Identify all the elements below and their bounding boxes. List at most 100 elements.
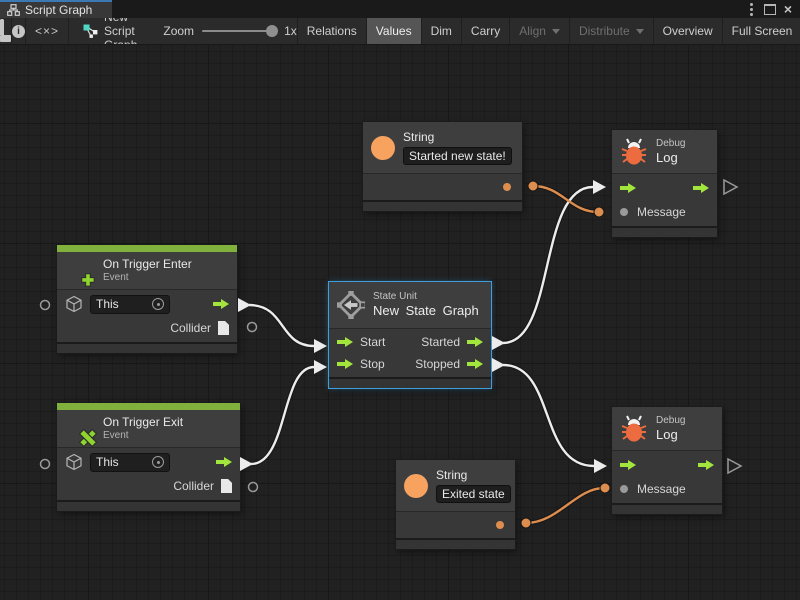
- collider-value-icon[interactable]: [221, 479, 232, 493]
- tab-bar: Script Graph ×: [0, 0, 800, 18]
- graph-tab-icon: [7, 4, 20, 16]
- node-title: On Trigger Exit: [103, 415, 184, 429]
- flow-input-port-start[interactable]: [337, 337, 353, 347]
- node-header: String Exited state: [396, 460, 515, 512]
- object-picker-icon[interactable]: [152, 298, 164, 310]
- zoom-slider-handle[interactable]: [266, 25, 279, 37]
- node-title: New State Graph: [373, 303, 479, 318]
- string-literal-icon: [371, 135, 395, 160]
- info-button[interactable]: i: [12, 18, 26, 44]
- target-object-field[interactable]: This: [90, 294, 170, 314]
- node-kind: Debug: [656, 137, 686, 149]
- flow-input-port-stop[interactable]: [337, 359, 353, 369]
- gameobject-cube-icon: [66, 453, 82, 471]
- node-footer: [57, 342, 237, 353]
- node-footer: [363, 200, 522, 211]
- chevron-down-icon: [635, 28, 644, 34]
- string-value-field[interactable]: Exited state: [436, 485, 511, 503]
- port-label-message: Message: [637, 482, 686, 496]
- node-string-bottom[interactable]: String Exited state: [396, 460, 515, 549]
- tab-script-graph[interactable]: Script Graph: [0, 0, 112, 18]
- node-on-trigger-exit[interactable]: On Trigger Exit Event This Collider: [57, 403, 240, 511]
- node-footer: [329, 377, 491, 388]
- overview-button[interactable]: Overview: [652, 18, 722, 44]
- node-header: On Trigger Enter Event: [57, 252, 237, 290]
- carry-button[interactable]: Carry: [460, 18, 509, 44]
- message-input-port[interactable]: [620, 485, 628, 493]
- string-output-port[interactable]: [503, 183, 511, 191]
- distribute-dropdown[interactable]: Distribute: [568, 18, 653, 44]
- node-header: On Trigger Exit Event: [57, 410, 240, 448]
- target-object-field[interactable]: This: [90, 452, 170, 472]
- port-label-message: Message: [637, 205, 686, 219]
- node-header: String Started new state!: [363, 122, 522, 174]
- node-footer: [396, 538, 515, 549]
- node-header: Debug Log: [612, 130, 717, 174]
- flow-output-port[interactable]: [216, 457, 232, 467]
- trigger-enter-icon: [65, 256, 95, 287]
- node-subtitle: Event: [103, 430, 129, 441]
- code-icon: <×>: [35, 24, 60, 38]
- node-debug-log-top[interactable]: Debug Log Message: [612, 130, 717, 237]
- graph-name-group: New Script Graph: [83, 18, 137, 44]
- gameobject-cube-icon: [66, 295, 82, 313]
- node-kind: Debug: [656, 414, 686, 426]
- tab-title: Script Graph: [25, 3, 93, 17]
- flow-input-port[interactable]: [620, 460, 636, 470]
- port-label-started: Started: [421, 335, 460, 349]
- lock-icon: [0, 18, 11, 42]
- object-picker-icon[interactable]: [152, 456, 164, 468]
- node-title: Log: [656, 426, 678, 442]
- flow-output-port[interactable]: [698, 460, 714, 470]
- maximize-icon[interactable]: [763, 3, 776, 15]
- toolbar-toggles: Relations Values Dim Carry Align Distrib…: [296, 18, 800, 44]
- port-label-stopped: Stopped: [415, 357, 460, 371]
- graph-toolbar: i <×> New Script Graph Zoom 1x Relations…: [0, 18, 800, 45]
- node-on-trigger-enter[interactable]: On Trigger Enter Event This Collider: [57, 245, 237, 353]
- zoom-value: 1x: [284, 24, 297, 38]
- align-dropdown[interactable]: Align: [509, 18, 569, 44]
- fullscreen-button[interactable]: Full Screen: [721, 18, 800, 44]
- node-debug-log-bottom[interactable]: Debug Log Message: [612, 407, 722, 514]
- node-header: State Unit New State Graph: [329, 282, 491, 329]
- collider-value-icon[interactable]: [218, 321, 229, 335]
- node-string-top[interactable]: String Started new state!: [363, 122, 522, 211]
- string-value-field[interactable]: Started new state!: [403, 147, 512, 165]
- flow-input-port[interactable]: [620, 183, 636, 193]
- event-color-bar: [57, 403, 240, 410]
- output-port-label: Collider: [173, 479, 214, 493]
- zoom-slider[interactable]: [202, 25, 279, 37]
- string-output-port[interactable]: [496, 521, 504, 529]
- chevron-down-icon: [551, 28, 560, 34]
- zoom-label: Zoom: [163, 24, 195, 38]
- event-color-bar: [57, 245, 237, 252]
- flow-output-port-started[interactable]: [467, 337, 483, 347]
- window-menu-icon[interactable]: [749, 7, 753, 11]
- close-icon[interactable]: ×: [783, 1, 792, 17]
- relations-button[interactable]: Relations: [296, 18, 366, 44]
- graph-name-label: New Script Graph: [104, 18, 138, 45]
- script-graph-icon: [83, 24, 98, 38]
- port-label-stop: Stop: [360, 357, 385, 371]
- node-state-unit[interactable]: State Unit New State Graph Start Started…: [329, 282, 491, 388]
- values-button[interactable]: Values: [365, 18, 421, 44]
- string-literal-icon: [404, 473, 428, 498]
- flow-output-port[interactable]: [213, 299, 229, 309]
- node-subtitle: Event: [103, 272, 129, 283]
- info-icon: i: [12, 24, 25, 38]
- dim-button[interactable]: Dim: [420, 18, 461, 44]
- node-footer: [57, 500, 240, 511]
- flow-output-port[interactable]: [693, 183, 709, 193]
- node-footer: [612, 226, 717, 237]
- zoom-control: Zoom 1x: [163, 18, 296, 44]
- code-preview-button[interactable]: <×>: [26, 18, 70, 44]
- node-title: On Trigger Enter: [103, 257, 192, 271]
- debug-bug-icon: [621, 138, 647, 164]
- port-label-start: Start: [360, 335, 386, 349]
- lock-button[interactable]: [0, 18, 12, 44]
- trigger-exit-icon: [65, 414, 97, 447]
- message-input-port[interactable]: [620, 208, 628, 216]
- output-port-label: Collider: [170, 321, 211, 335]
- flow-output-port-stopped[interactable]: [467, 359, 483, 369]
